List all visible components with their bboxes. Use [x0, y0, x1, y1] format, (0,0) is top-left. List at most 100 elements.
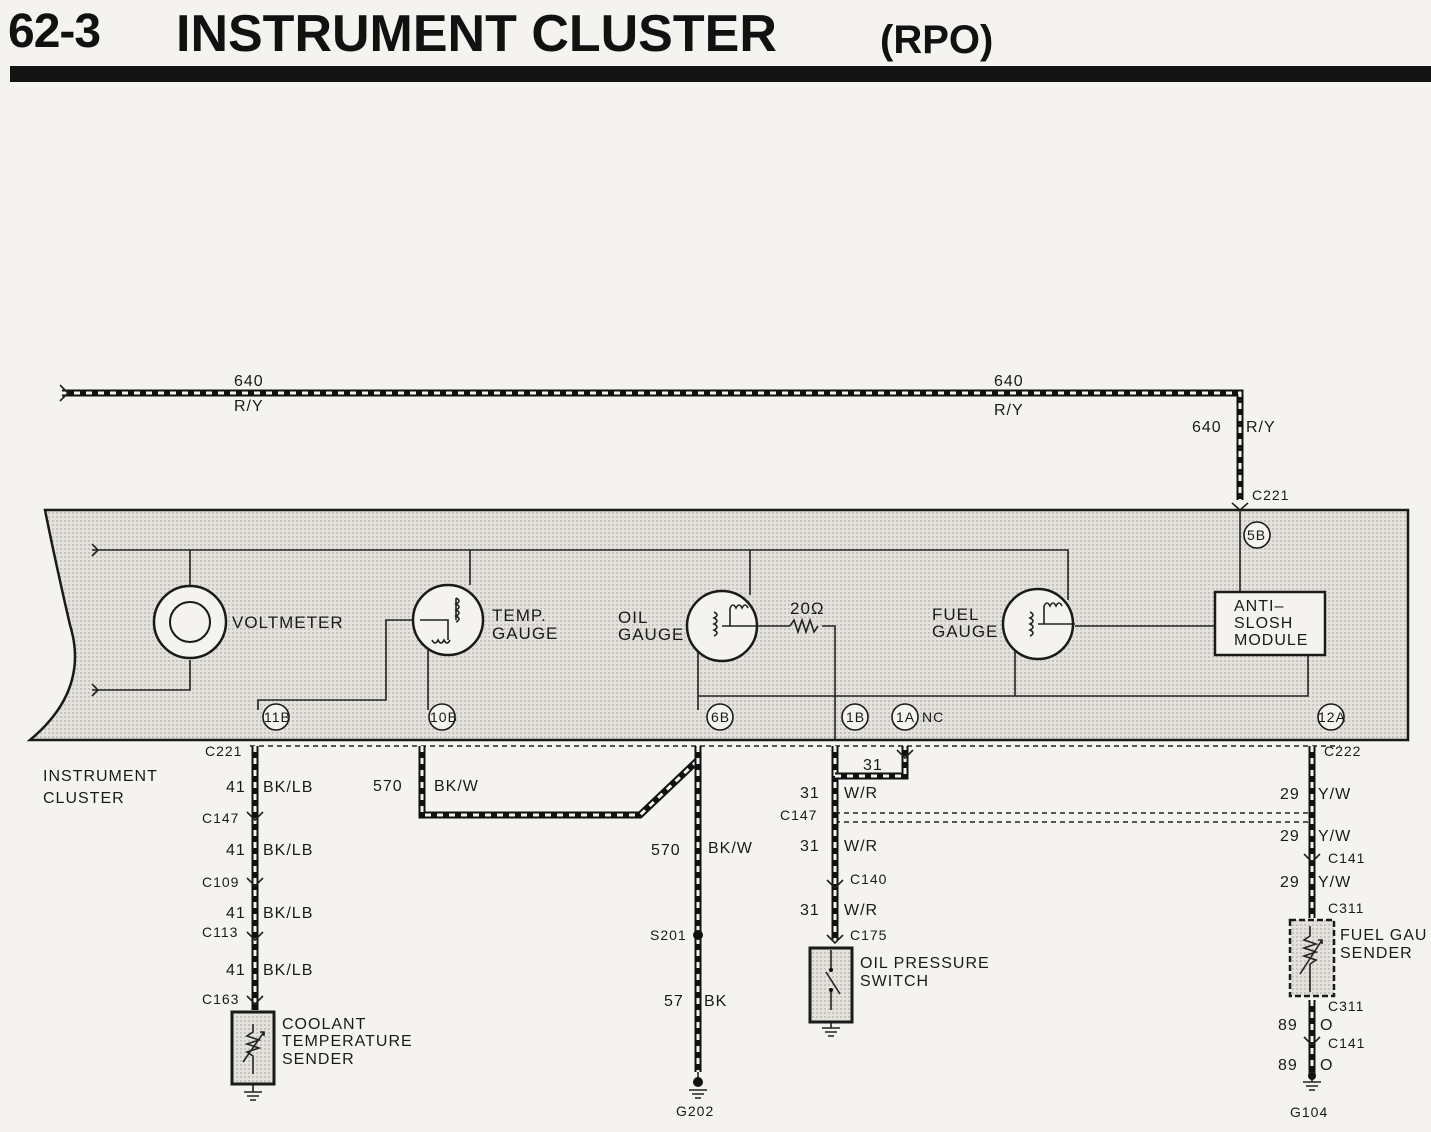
- coolant-sender-label-3: SENDER: [282, 1051, 355, 1068]
- wire-640-number-b: 640: [994, 373, 1024, 390]
- instrument-cluster-label-2: CLUSTER: [43, 790, 125, 807]
- coolant-sender-label-1: COOLANT: [282, 1016, 366, 1033]
- pin-5b: 5B: [1247, 527, 1266, 543]
- fuel-sender-label-1: FUEL GAU: [1340, 927, 1427, 944]
- oil-wire-color-1: W/R: [844, 785, 878, 802]
- fuel-gauge-label-1: FUEL: [932, 605, 979, 624]
- temp-return-number: 570: [373, 778, 403, 795]
- oil-pressure-wire: [826, 746, 914, 945]
- coolant-wire-number-3: 41: [226, 905, 246, 922]
- oil-switch-label-2: SWITCH: [860, 973, 929, 990]
- pin-1b: 1B: [846, 709, 865, 725]
- wire-640-color-c: R/Y: [1246, 419, 1276, 436]
- connector-c221-bottom: C221: [205, 743, 242, 759]
- connector-c311-top: C311: [1328, 900, 1364, 916]
- page-title: INSTRUMENT CLUSTER: [176, 5, 777, 63]
- connector-c141-bottom: C141: [1328, 1035, 1365, 1051]
- wire-640-number-c: 640: [1192, 419, 1222, 436]
- instrument-cluster-label-1: INSTRUMENT: [43, 768, 158, 785]
- connector-c109: C109: [202, 874, 239, 890]
- fuel-gauge-icon: [1001, 587, 1075, 661]
- coolant-wire-color-3: BK/LB: [263, 905, 313, 922]
- resistor-label: 20Ω: [790, 599, 825, 618]
- temp-gauge-icon: [411, 583, 485, 657]
- coolant-wire-color-2: BK/LB: [263, 842, 313, 859]
- coolant-wire-color-4: BK/LB: [263, 962, 313, 979]
- pin-10b: 10B: [430, 709, 458, 725]
- pin-12a: 12A: [1318, 709, 1346, 725]
- connector-c221-top: C221: [1252, 487, 1289, 503]
- anti-slosh-label-3: MODULE: [1234, 632, 1308, 649]
- anti-slosh-label-1: ANTI–: [1234, 598, 1284, 615]
- ground-wire-2-color: BK: [704, 993, 727, 1010]
- connector-c222: C222: [1324, 743, 1361, 759]
- ground-wire-number: 570: [651, 842, 681, 859]
- connector-c141-top: C141: [1328, 850, 1365, 866]
- oil-wire-number-3: 31: [800, 902, 820, 919]
- header-rule: [10, 66, 1431, 82]
- temp-gauge-label-1: TEMP.: [492, 606, 547, 625]
- wire-640-color-a: R/Y: [234, 398, 264, 415]
- fuel-ground-color-2: O: [1320, 1057, 1333, 1074]
- fuel-wire-color-2: Y/W: [1318, 828, 1351, 845]
- coolant-wire-number-1: 41: [226, 779, 246, 796]
- page-title-suffix: (RPO): [880, 18, 994, 62]
- fuel-wire-number-1: 29: [1280, 786, 1300, 803]
- connector-c147-link: [835, 812, 1312, 823]
- anti-slosh-label-2: SLOSH: [1234, 615, 1293, 632]
- fuel-ground-number-2: 89: [1278, 1057, 1298, 1074]
- power-bus-wire: [59, 384, 1244, 500]
- coolant-sender-label-2: TEMPERATURE: [282, 1033, 413, 1050]
- connector-c140: C140: [850, 871, 887, 887]
- fuel-ground-color-1: O: [1320, 1017, 1333, 1034]
- fuel-ground-number-1: 89: [1278, 1017, 1298, 1034]
- pin-6b: 6B: [711, 709, 730, 725]
- temp-return-color: BK/W: [434, 778, 479, 795]
- coolant-sender-icon: [230, 1010, 276, 1101]
- oil-switch-label-1: OIL PRESSURE: [860, 955, 990, 972]
- cluster-pins: 11B 10B 6B 1B 1A NC 12A 5B: [262, 521, 1346, 731]
- fuel-sender-icon: [1288, 918, 1336, 998]
- connector-c163: C163: [202, 991, 239, 1007]
- ground-wire: [689, 746, 707, 1099]
- voltmeter-gauge-icon: [152, 584, 228, 660]
- coolant-wire-number-4: 41: [226, 962, 246, 979]
- pin-11b: 11B: [264, 709, 291, 725]
- oil-wire-number-1: 31: [800, 785, 820, 802]
- coolant-wire-number-2: 41: [226, 842, 246, 859]
- anti-slosh-module-box: [1213, 590, 1327, 657]
- fuel-wire: [1303, 746, 1321, 1091]
- wire-640-color-b: R/Y: [994, 402, 1024, 419]
- oil-gauge-label-2: GAUGE: [618, 625, 684, 644]
- connector-c175: C175: [850, 927, 887, 943]
- fuel-gauge-label-2: GAUGE: [932, 622, 998, 641]
- oil-loop-number: 31: [863, 757, 883, 774]
- fuel-wire-color-1: Y/W: [1318, 786, 1351, 803]
- resistor-20-ohm-icon: [789, 617, 819, 635]
- ground-g104: G104: [1290, 1104, 1328, 1120]
- fuel-wire-color-3: Y/W: [1318, 874, 1351, 891]
- fuel-sender-label-2: SENDER: [1340, 945, 1413, 962]
- page-header: 62-3 INSTRUMENT CLUSTER (RPO): [0, 0, 1431, 90]
- oil-wire-color-3: W/R: [844, 902, 878, 919]
- pin-1a: 1A: [896, 709, 915, 725]
- fuel-wire-number-2: 29: [1280, 828, 1300, 845]
- wire-640-number-a: 640: [234, 373, 264, 390]
- voltmeter-label: VOLTMETER: [232, 613, 344, 632]
- connector-c147-left: C147: [202, 810, 239, 826]
- coolant-wire-color-1: BK/LB: [263, 779, 313, 796]
- connector-c113: C113: [202, 924, 238, 940]
- fuel-wire-number-3: 29: [1280, 874, 1300, 891]
- splice-s201: S201: [650, 927, 687, 943]
- oil-wire-color-2: W/R: [844, 838, 878, 855]
- temp-gauge-label-2: GAUGE: [492, 624, 558, 643]
- oil-gauge-label-1: OIL: [618, 608, 648, 627]
- section-number: 62-3: [8, 5, 101, 58]
- pin-1a-nc: NC: [922, 709, 944, 725]
- oil-wire-number-2: 31: [800, 838, 820, 855]
- coolant-wire: [246, 746, 264, 1010]
- ground-wire-2-number: 57: [664, 993, 684, 1010]
- oil-pressure-switch-icon: [808, 946, 854, 1037]
